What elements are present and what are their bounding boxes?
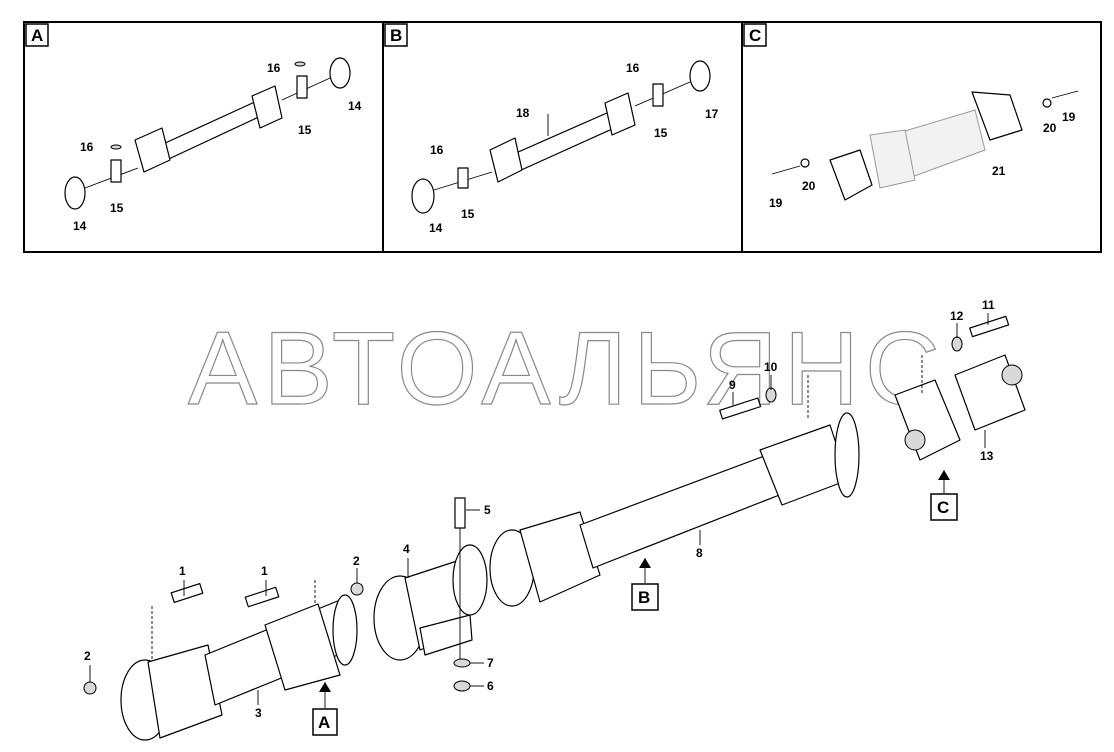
label-15: 15 [110,201,124,215]
label-16: 16 [267,61,281,75]
label-20: 20 [802,179,816,193]
front-shaft-section [120,594,358,741]
label-21: 21 [992,164,1006,178]
view-ref-c-letter: C [937,498,949,517]
label-1: 1 [261,564,268,578]
label-14: 14 [348,99,362,113]
label-14: 14 [73,219,87,233]
washer-10 [765,387,777,403]
label-15: 15 [461,207,475,221]
bolt-11 [969,315,1010,338]
washer-7 [453,658,471,668]
label-16: 16 [430,143,444,157]
view-ref-a-letter: A [318,713,330,732]
inset-frame [23,21,1102,253]
nut-6 [453,680,471,692]
label-13: 13 [980,449,994,463]
panel-b-letter: B [390,26,402,45]
panel-b-shaft [411,60,711,214]
rear-joint-detail [894,354,1026,461]
bolt-1a [170,583,204,603]
label-8: 8 [696,546,703,560]
view-ref-b: B [631,558,659,611]
label-14: 14 [429,221,443,235]
label-2: 2 [353,554,360,568]
panel-a-letter: A [31,26,43,45]
panel-a-tag: A [25,23,49,47]
label-20: 20 [1043,121,1057,135]
label-17: 17 [705,107,719,121]
label-11: 11 [982,298,995,312]
panel-b-tag: B [384,23,408,47]
nut-2b [350,582,364,596]
panel-c-shaft [771,90,1079,201]
bolt-5 [454,497,466,660]
label-9: 9 [729,378,736,392]
label-1: 1 [179,564,186,578]
view-ref-a: A [312,682,338,736]
label-10: 10 [764,360,778,374]
label-2: 2 [84,649,91,663]
label-4: 4 [403,542,410,556]
label-15: 15 [654,126,668,140]
label-16: 16 [626,61,640,75]
panel-c-letter: C [749,26,761,45]
label-19: 19 [1062,110,1076,124]
label-6: 6 [487,679,494,693]
panel-c-tag: C [743,23,767,47]
label-15: 15 [298,123,312,137]
label-7: 7 [487,656,494,670]
bolt-9 [719,397,762,420]
label-16: 16 [80,140,94,154]
label-19: 19 [769,196,783,210]
rear-shaft-section [489,412,860,607]
view-ref-b-letter: B [638,588,650,607]
bolt-1b [244,586,280,608]
label-3: 3 [255,706,262,720]
view-ref-c: C [930,470,958,521]
nut-2a [83,681,97,695]
washer-12 [951,336,963,352]
label-5: 5 [484,503,491,517]
watermark-text: АВТОАЛЬЯНС [188,311,946,427]
center-bearing [373,544,488,661]
label-18: 18 [516,106,530,120]
label-12: 12 [950,309,964,323]
panel-a-shaft [64,57,351,210]
